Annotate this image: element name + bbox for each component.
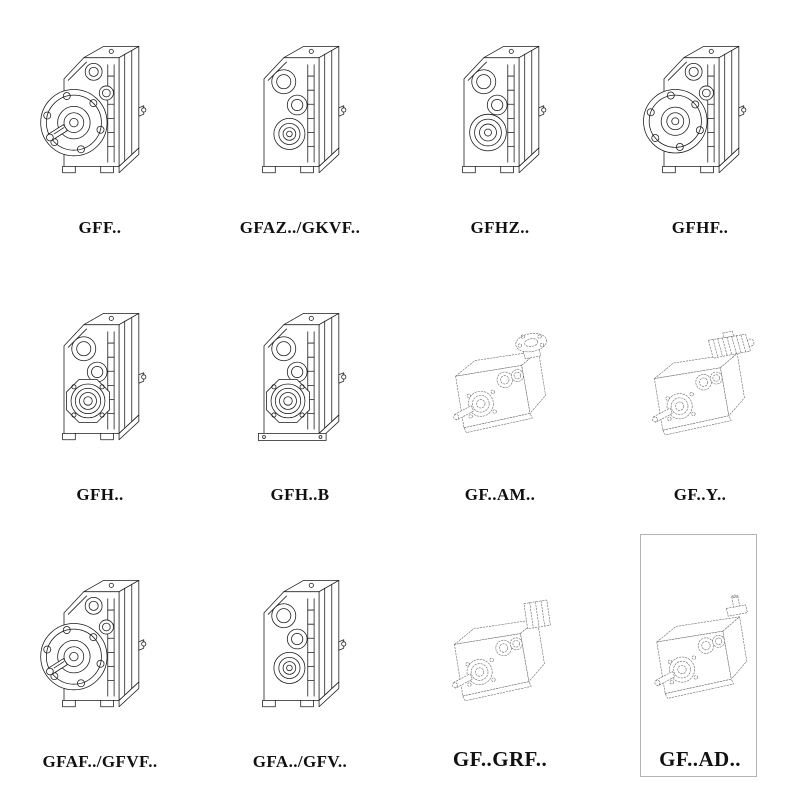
- drawing-area: [40, 271, 160, 485]
- variant-label: GFHF..: [671, 218, 729, 237]
- shaft-bore-gearbox-icon: [262, 580, 347, 708]
- hollow-flange-foot-gearbox-icon: [257, 313, 347, 441]
- finned-adapter-gearbox-icon: [452, 599, 551, 702]
- variant-cell-gfaz-gkvf: GFAZ../GKVF..: [240, 16, 360, 250]
- shaft-bore-gearbox-icon: [262, 46, 347, 174]
- drawing-area: [240, 538, 360, 752]
- variant-label: GFH..: [76, 485, 124, 504]
- variant-cell-gfh-b: GFH..B: [240, 282, 360, 517]
- variant-cell-gfaf-gfvf: GFAF../GFVF..: [40, 549, 160, 784]
- variant-label: GF..GRF..: [452, 747, 548, 771]
- hollow-shaft-gearbox-icon: [462, 46, 547, 174]
- drawing-area: [440, 4, 560, 218]
- variant-cell-gfhf: GFHF..: [640, 16, 760, 250]
- variant-label: GFHZ..: [470, 218, 530, 237]
- variant-cell-gff: GFF..: [40, 16, 160, 250]
- variant-label: GF..AD..: [659, 747, 741, 771]
- drawing-area: [240, 271, 360, 485]
- variant-cell-gfh: GFH..: [40, 282, 160, 517]
- motor-adapter-gearbox-icon: [453, 330, 549, 433]
- flange-gearbox-icon: [643, 46, 747, 174]
- variant-label: GFH..B: [270, 485, 330, 504]
- drawing-area: [240, 4, 360, 218]
- variant-cell-gf-grf: GF..GRF..: [440, 549, 560, 784]
- hollow-flange-gearbox-icon: [62, 313, 147, 441]
- drawing-area: [640, 4, 760, 218]
- variant-label: GFAZ../GKVF..: [239, 218, 361, 237]
- variant-cell-gfhz: GFHZ..: [440, 16, 560, 250]
- variant-label: GFAF../GFVF..: [42, 752, 158, 771]
- drawing-area: [40, 4, 160, 218]
- top-shaft-gearbox-icon: [654, 594, 748, 699]
- drawing-area: [440, 282, 560, 485]
- variant-label: GF..Y..: [673, 485, 727, 504]
- drawing-area: [40, 538, 160, 752]
- variant-cell-gfa-gfv: GFA../GFV..: [240, 549, 360, 784]
- variant-cell-gf-ad: GF..AD..: [640, 534, 760, 784]
- flange-shaft-gearbox-icon: [40, 46, 147, 174]
- flange-shaft-gearbox-icon: [40, 580, 147, 708]
- gearmotor-icon: [652, 330, 755, 435]
- variant-cell-gf-y: GF..Y..: [640, 282, 760, 517]
- variant-label: GFA../GFV..: [252, 752, 348, 771]
- drawing-area: [640, 549, 760, 747]
- variant-label: GF..AM..: [464, 485, 536, 504]
- variant-label: GFF..: [78, 218, 122, 237]
- drawing-area: [440, 549, 560, 747]
- variant-cell-gf-am: GF..AM..: [440, 282, 560, 517]
- drawing-area: [640, 282, 760, 485]
